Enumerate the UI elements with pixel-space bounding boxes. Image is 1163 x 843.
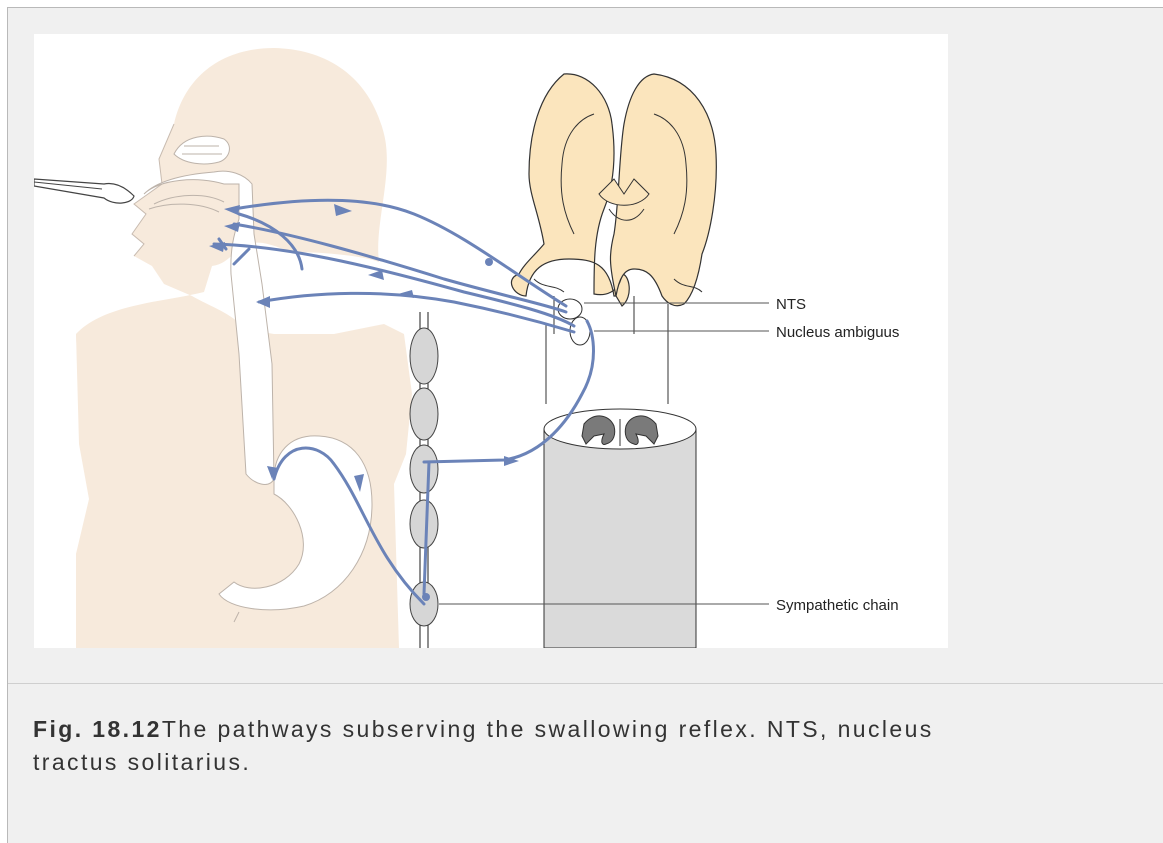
brainstem-column bbox=[546, 304, 668, 404]
caption-text-line-2: tractus solitarius. bbox=[33, 746, 1163, 779]
figure-image: NTS Nucleus ambiguus Sympathetic chain bbox=[34, 34, 948, 648]
spinal-cord bbox=[544, 409, 696, 648]
figure-number: Fig. 18.12 bbox=[33, 716, 162, 742]
figure-caption: Fig. 18.12The pathways subserving the sw… bbox=[33, 713, 1163, 779]
swallowing-reflex-diagram: NTS Nucleus ambiguus Sympathetic chain bbox=[34, 34, 948, 648]
spoon bbox=[34, 179, 134, 203]
caption-divider bbox=[8, 683, 1163, 684]
label-nts: NTS bbox=[776, 296, 806, 313]
label-nucleus-ambiguus: Nucleus ambiguus bbox=[776, 324, 899, 341]
caption-line-1: Fig. 18.12The pathways subserving the sw… bbox=[33, 713, 1163, 746]
brainstem bbox=[511, 74, 716, 334]
label-sympathetic-chain: Sympathetic chain bbox=[776, 597, 899, 614]
figure-panel: NTS Nucleus ambiguus Sympathetic chain F… bbox=[7, 7, 1163, 843]
nuclei bbox=[558, 299, 590, 345]
caption-text-line-1: The pathways subserving the swallowing r… bbox=[162, 716, 934, 742]
